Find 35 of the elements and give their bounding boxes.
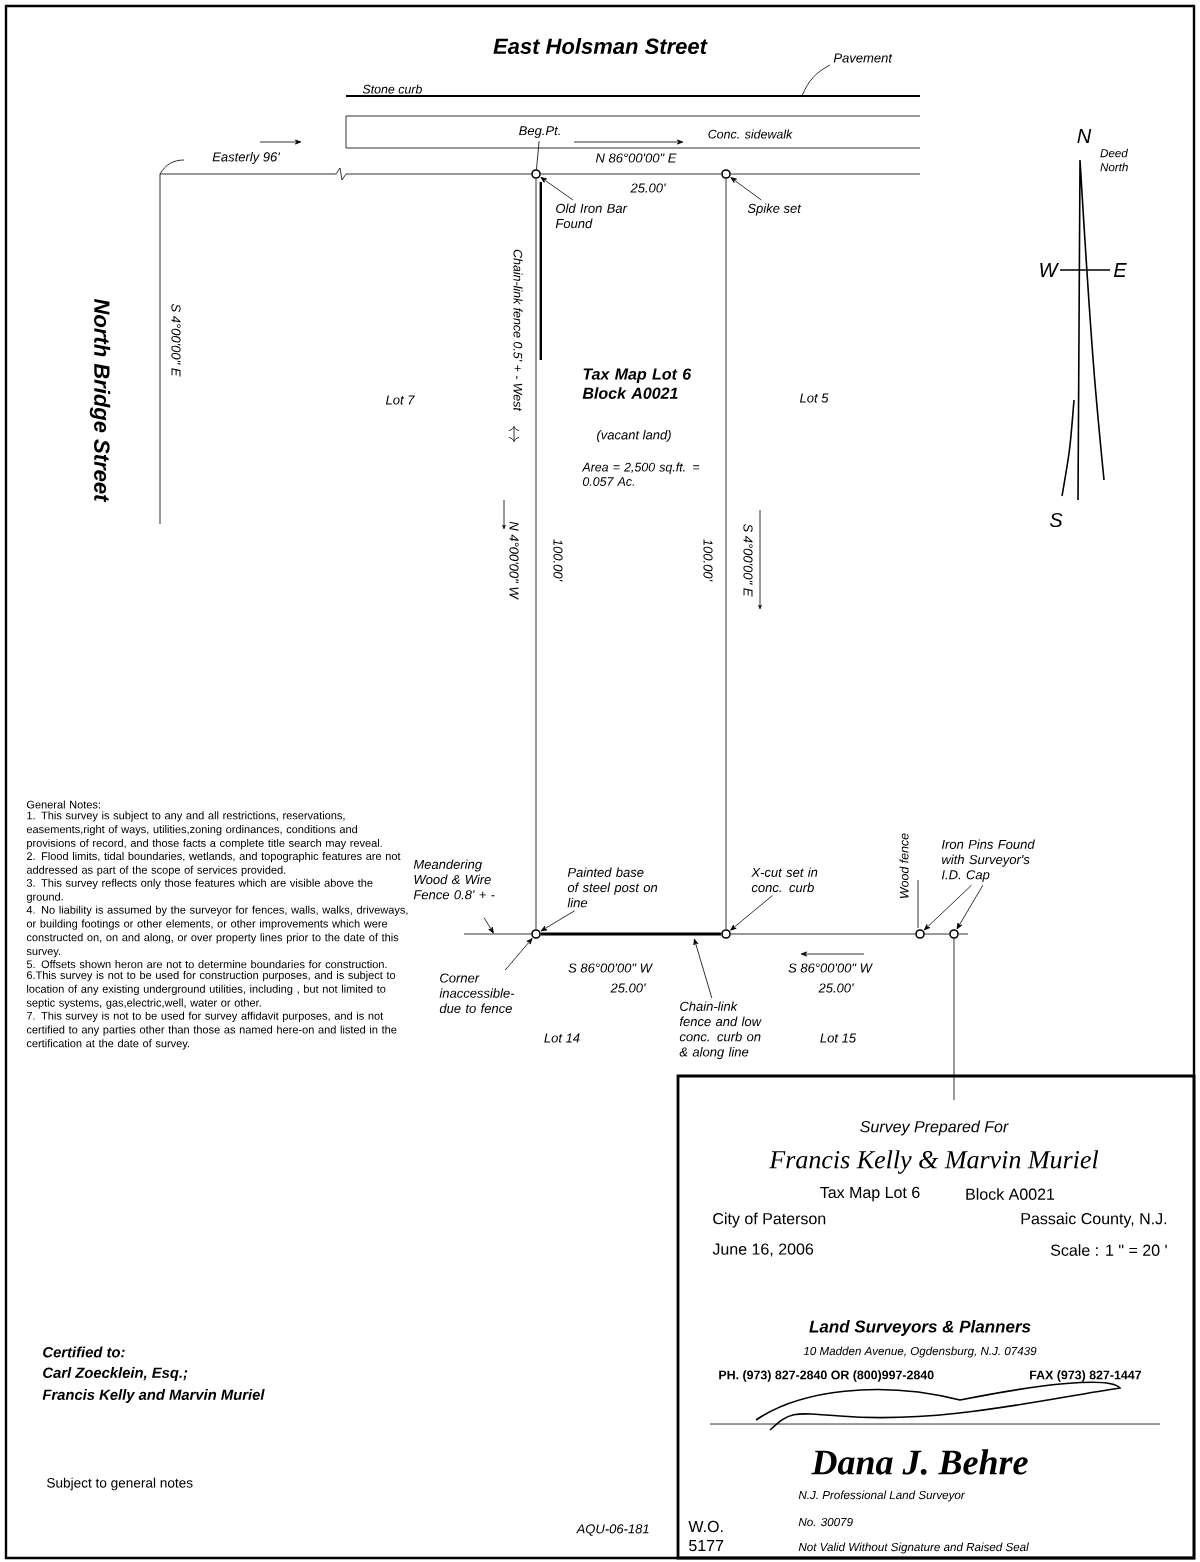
street-name: North Bridge Street — [89, 298, 111, 503]
leader-line — [504, 938, 533, 971]
tax-map-label: Tax Map Lot 6 Block A0021 — [582, 368, 692, 399]
survey-point-marker — [915, 929, 925, 939]
leader-line — [540, 910, 575, 932]
work-order-number: W.O. 5177 — [688, 1520, 724, 1552]
leader-line — [536, 140, 540, 170]
survey-point-marker — [531, 929, 541, 939]
leader-line — [693, 938, 713, 999]
title-text: City of Paterson — [713, 1212, 826, 1228]
title-text: Land Surveyors & Planners — [809, 1320, 1031, 1336]
compass-letter: W — [1040, 263, 1059, 277]
survey-point-marker — [721, 169, 731, 179]
title-text: Block A0021 — [966, 1188, 1055, 1200]
leader-line — [730, 895, 773, 931]
leader-line — [801, 64, 831, 97]
compass-letter: S — [1049, 512, 1063, 528]
leader-line — [483, 917, 494, 934]
leader-line — [730, 177, 762, 201]
compass-letter: E — [1113, 263, 1127, 277]
leader-line — [540, 177, 574, 201]
street-name: East Holsman Street — [493, 37, 708, 55]
client-name: Francis Kelly & Marvin Muriel — [769, 1150, 1099, 1174]
survey-point-marker — [721, 929, 731, 939]
title-text: Tax Map Lot 6 — [820, 1186, 920, 1202]
title-text: Survey Prepared For — [860, 1120, 1009, 1136]
title-text: Passaic County, N.J. — [1021, 1212, 1167, 1228]
surveyor-name: Dana J. Behre — [811, 1449, 1028, 1475]
survey-point-marker — [531, 169, 541, 179]
title-text: Scale : 1 " = 20 ' — [1050, 1244, 1167, 1256]
leader-line — [923, 884, 972, 931]
leader-line — [956, 884, 984, 930]
survey-point-marker — [949, 929, 959, 939]
title-text: June 16, 2006 — [712, 1243, 814, 1257]
compass-letter: N — [1077, 129, 1092, 143]
